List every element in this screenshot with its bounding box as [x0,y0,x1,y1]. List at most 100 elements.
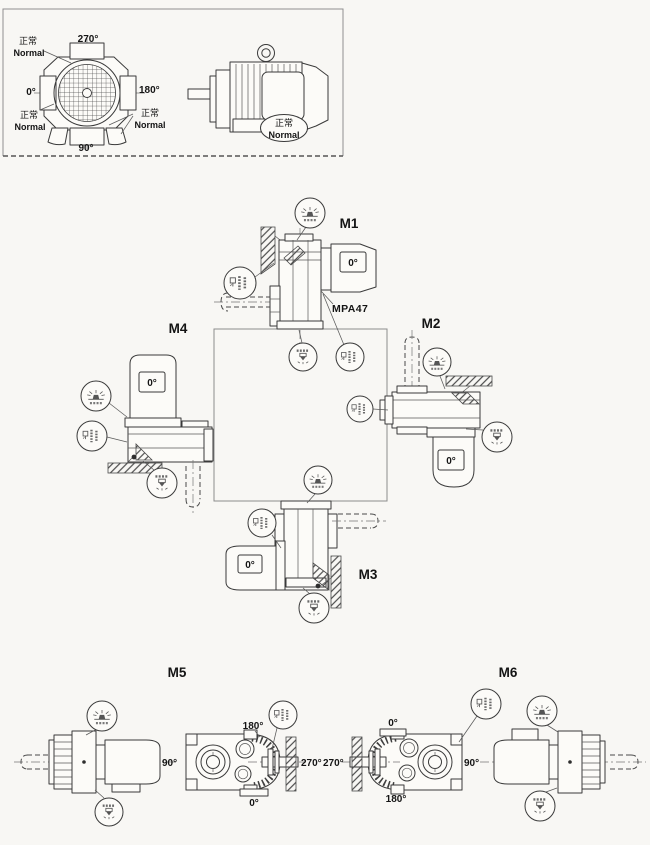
angle-label-270: 270° [301,758,322,769]
motor: 0° [426,427,476,488]
plug-boss [399,738,419,758]
m1-vent-plug-callout [294,197,326,241]
mounting-bracket-hatch [283,245,306,266]
output-rings [203,428,214,462]
corner-tab [185,733,198,746]
normal-label-top-left: 正常 Normal [13,35,72,64]
angle-label-180: 180° [139,85,160,96]
motor: 0° [124,354,182,428]
output-bore [195,744,231,780]
mounting-position-m1: M1 0° MPA47 [214,197,377,372]
normal-label-right: 正常 Normal [108,107,166,135]
input-shaft-dashed [610,754,639,770]
angle-label-270: 270° [323,758,344,769]
plug-boss [234,765,252,783]
m6-front-view: 0° 270° 180° 90° [323,688,502,805]
mounting-bracket-hatch [312,562,330,591]
gear-unit [127,420,214,463]
m1-oil-drain-plug-callout [288,329,318,372]
terminal-box-stub-90 [69,127,105,146]
m5-vent-plug-callout [85,700,118,736]
angle-label-180: 180° [243,721,264,732]
output-shaft [261,756,299,768]
normal-cn-text: 正常 [141,107,159,118]
normal-cn-text: 正常 [275,117,293,128]
corner-tab [450,778,463,791]
wall-hatch [285,736,297,792]
end-cap [599,740,606,784]
shaft-flange [274,750,280,774]
angle-label-180: 180° [386,794,407,805]
collar [95,744,106,780]
motor-front-view: 270° 0° 180° 90° 正常 Normal 正常 Normal 正常 … [13,34,165,154]
motor-angle-label: 0° [245,560,255,571]
housing-foot [239,788,269,797]
fan-cover-ring [53,59,121,127]
shaft-angle-label: 90° [162,758,177,769]
position-label-m3: M3 [359,567,378,582]
terminal-box [261,71,305,121]
angle-label-90: 90° [464,758,479,769]
top-flange [280,500,332,510]
gear-unit [269,233,324,330]
position-label-m4: M4 [169,321,188,336]
rear-endshield [301,62,329,132]
normal-en-text: Normal [268,130,299,140]
m6-oil-drain-plug-callout [524,787,558,822]
angle-label-0: 0° [26,87,36,98]
motor-foot [232,118,266,133]
mounting-bolt [315,583,321,589]
gear-unit [379,385,481,435]
m6-vent-plug-callout [526,695,559,733]
angle-label-0: 0° [388,718,398,729]
adapter-ribs [54,741,72,785]
m2-oil-level-plug-callout [346,395,389,423]
m3-oil-drain-plug-callout [298,587,330,624]
motor-body [104,739,161,785]
m4-oil-drain-plug-callout [142,460,178,499]
lifting-eyebolt-icon [257,44,275,62]
m5-oil-drain-plug-callout [94,789,124,827]
input-shaft-dashed [404,330,420,396]
m2-vent-plug-callout [422,347,452,390]
bottom-flange [276,320,324,330]
motor-flange [275,540,286,591]
corner-tab [243,729,258,740]
mounting-bracket-hatch [135,443,153,461]
normal-en-text: Normal [134,120,165,130]
m1-oil-level-plug-callout-2 [322,293,365,372]
angle-label-0: 0° [249,798,259,809]
position-label-m2: M2 [422,316,441,331]
m4-vent-plug-callout [80,380,128,418]
plug-boss [235,739,255,759]
angle-label-270: 270° [78,34,99,45]
normal-label-bottom-left: 正常 Normal [14,103,55,132]
motor: 0° [225,540,286,591]
angle-label-90: 90° [78,143,93,154]
mounting-position-m6: M6 0° 270° 180° 90 [323,665,646,822]
corner-tab [390,784,405,795]
m6-oil-level-plug-callout [458,688,502,743]
bottom-rings [396,426,428,435]
motor-flange [124,417,182,428]
m5-oil-level-plug-callout [268,700,298,750]
normal-en-text: Normal [13,48,44,58]
m2-oil-drain-plug-callout [465,421,513,453]
position-label-m1: M1 [340,216,359,231]
fan-hub [82,88,92,98]
collar [548,744,559,780]
top-rings [396,385,428,394]
motor-foot-right [105,127,127,146]
motor-angle-label: 0° [348,258,358,269]
motor-body [493,739,550,785]
mounting-bolt [131,454,137,460]
motor-shaft [187,88,213,100]
shaft-flange [368,750,374,774]
motor-angle-label: 0° [147,378,157,389]
motor: 0° [320,243,377,293]
terminal-box-stub-180 [119,75,137,111]
ribbed-adapter [53,734,73,790]
output-shaft-dashed [185,460,201,513]
wall-hatch [260,226,276,275]
